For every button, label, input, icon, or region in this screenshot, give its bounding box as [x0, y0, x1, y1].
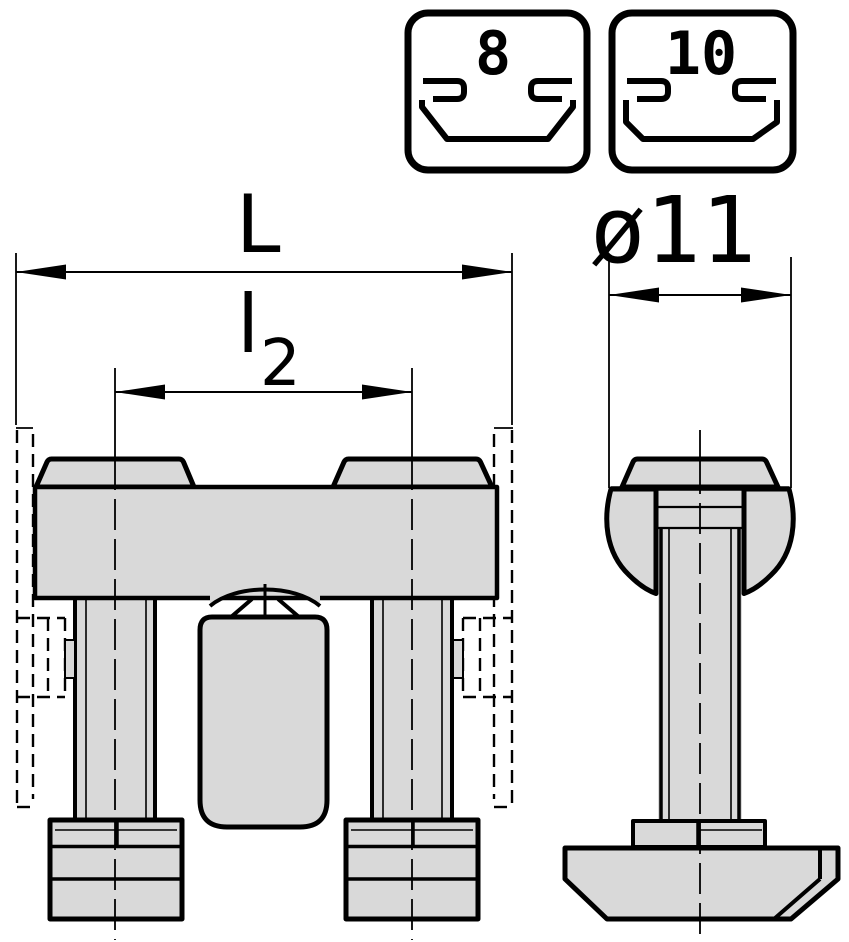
arrowhead-left-icon: [115, 384, 165, 400]
groove-badge-8: 8: [404, 9, 591, 174]
t-slot-groove-10-icon: [623, 78, 780, 142]
groove-size-label: 8: [475, 19, 511, 89]
right-locating-tab: [452, 639, 464, 679]
groove-cavity: [419, 100, 576, 142]
groove-cavity: [623, 100, 780, 142]
arrowhead-left-icon: [609, 287, 659, 303]
groove-flange-left: [627, 78, 671, 102]
arrowhead-left-icon: [16, 264, 66, 280]
collar-dome-right: [741, 486, 796, 596]
t-slot-groove-8-icon: [419, 78, 576, 142]
badge-frame: [404, 9, 591, 174]
arrowhead-right-icon: [462, 264, 512, 280]
arrowhead-right-icon: [741, 287, 791, 303]
groove-flange-right: [732, 78, 776, 102]
dimension-l2-subscript: 2: [260, 327, 301, 401]
badge-frame: [608, 9, 797, 174]
groove-size-label: 10: [665, 19, 737, 89]
front-top-plate: [32, 484, 500, 601]
front-view: [32, 456, 500, 922]
dimension-l2: l 2: [114, 278, 413, 459]
side-view: [562, 456, 841, 922]
centerlines: [114, 430, 701, 940]
left-locating-tab: [64, 639, 76, 679]
side-hammer-head: [562, 845, 841, 922]
dimension-diameter-11: ø11: [590, 177, 792, 488]
center-dome-shoulder: [276, 597, 301, 619]
dimension-diameter-label: ø11: [590, 177, 756, 284]
center-dome-shoulder: [229, 597, 254, 619]
dimension-L-label: L: [236, 178, 281, 271]
groove-flange-left: [423, 78, 467, 102]
collar-dome-left: [604, 486, 659, 596]
hammer-head-front-chamfer: [772, 877, 822, 921]
groove-flange-right: [528, 78, 572, 102]
dimension-l2-label: l: [237, 278, 259, 371]
groove-badge-10: 10: [608, 9, 797, 174]
arrowhead-right-icon: [362, 384, 412, 400]
left-hammer-head-end-view: [47, 817, 185, 922]
center-spacer-block: [197, 614, 330, 830]
dimension-L: L: [15, 178, 513, 425]
